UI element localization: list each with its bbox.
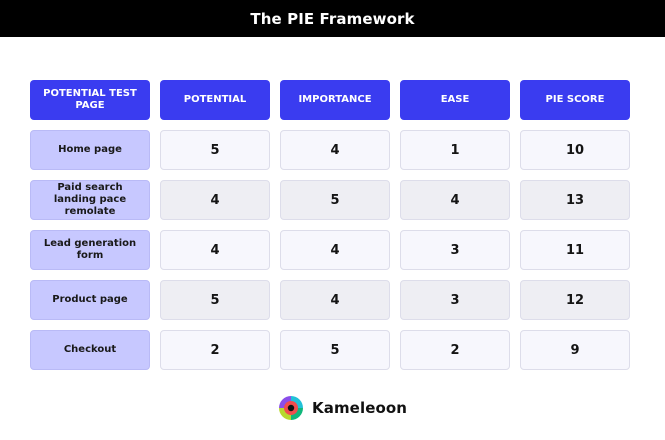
header-potential: POTENTIAL [160, 80, 270, 120]
row-label-lead-generation-form: Lead generation form [30, 230, 150, 270]
header-pie-score: PIE SCORE [520, 80, 630, 120]
lead-generation-importance: 4 [280, 230, 390, 270]
home-page-pie-score: 10 [520, 130, 630, 170]
kameleoon-logo-icon [279, 396, 303, 420]
lead-generation-potential: 4 [160, 230, 270, 270]
kameleoon-logo: Kameleoon [278, 395, 407, 421]
product-page-importance: 4 [280, 280, 390, 320]
pie-table: POTENTIAL TEST PAGE POTENTIAL IMPORTANCE… [30, 80, 630, 370]
brand-name: Kameleoon [312, 399, 408, 417]
lead-generation-pie-score: 11 [520, 230, 630, 270]
row-label-home-page: Home page [30, 130, 150, 170]
header-importance: IMPORTANCE [280, 80, 390, 120]
header-ease: EASE [400, 80, 510, 120]
paid-search-ease: 4 [400, 180, 510, 220]
row-label-product-page: Product page [30, 280, 150, 320]
checkout-importance: 5 [280, 330, 390, 370]
paid-search-importance: 5 [280, 180, 390, 220]
checkout-potential: 2 [160, 330, 270, 370]
checkout-ease: 2 [400, 330, 510, 370]
title-bar: The PIE Framework [0, 0, 665, 37]
home-page-importance: 4 [280, 130, 390, 170]
checkout-pie-score: 9 [520, 330, 630, 370]
home-page-potential: 5 [160, 130, 270, 170]
product-page-ease: 3 [400, 280, 510, 320]
paid-search-potential: 4 [160, 180, 270, 220]
home-page-ease: 1 [400, 130, 510, 170]
product-page-pie-score: 12 [520, 280, 630, 320]
header-potential-test-page: POTENTIAL TEST PAGE [30, 80, 150, 120]
lead-generation-ease: 3 [400, 230, 510, 270]
paid-search-pie-score: 13 [520, 180, 630, 220]
page-title: The PIE Framework [250, 9, 415, 28]
row-label-checkout: Checkout [30, 330, 150, 370]
product-page-potential: 5 [160, 280, 270, 320]
row-label-paid-search-landing: Paid search landing pace remolate [30, 180, 150, 220]
